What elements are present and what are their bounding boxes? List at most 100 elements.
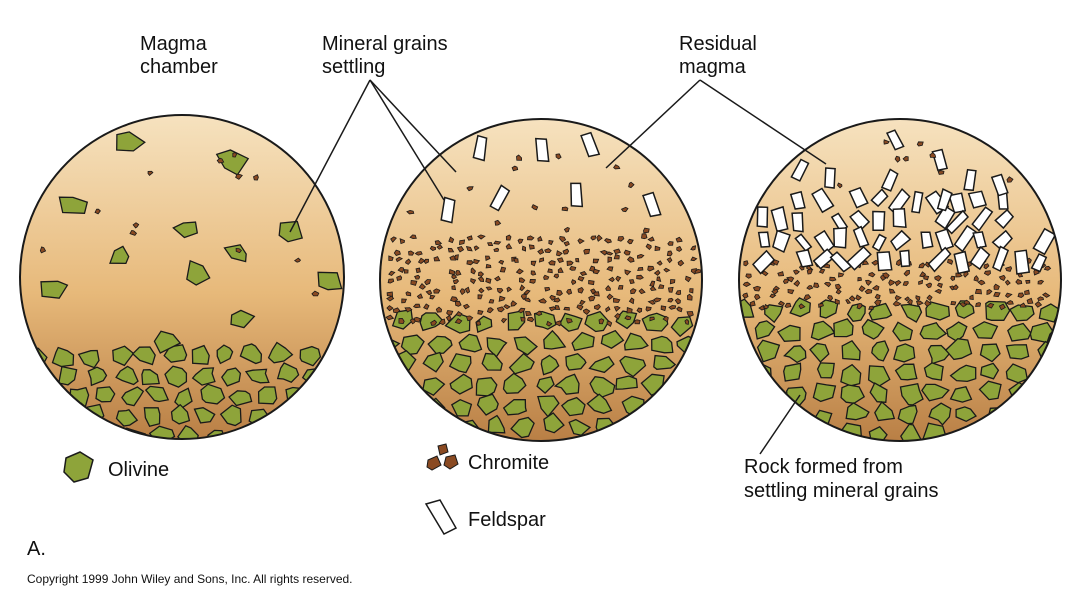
chromite-grain (606, 266, 614, 272)
chromite-grain (387, 278, 395, 284)
chromite-grain (823, 281, 832, 288)
chromite-grain (423, 303, 430, 310)
chromite-grain (563, 226, 570, 233)
olivine-grain (919, 321, 948, 340)
chromite-grain (963, 299, 970, 305)
olivine-grain (223, 244, 247, 263)
chromite-grain (386, 291, 394, 297)
olivine-grain (257, 386, 278, 405)
chromite-grain (626, 256, 635, 263)
chromite-grain (452, 279, 460, 285)
chromite-grain (516, 154, 522, 161)
olivine-grain (200, 383, 226, 405)
chromite-grain (782, 278, 790, 284)
chromite-grain (835, 288, 842, 295)
chromite-grain (436, 244, 443, 250)
feldspar-grain (795, 249, 814, 268)
chromite-grain (647, 236, 655, 242)
chromite-grain (477, 294, 483, 300)
chromite-grain (892, 300, 902, 307)
olivine-grain (228, 390, 253, 407)
chromite-grain (657, 284, 665, 289)
chromite-grain (758, 304, 765, 311)
chromite-grain (974, 288, 982, 295)
feldspar-grain (790, 158, 810, 182)
chromite-grain (390, 236, 397, 243)
olivine-grain (978, 380, 1002, 401)
chromite-grain (895, 258, 902, 267)
olivine-grain (861, 318, 885, 340)
chromite-grain (513, 258, 519, 263)
chromite-grain (606, 293, 614, 301)
feldspar-grain (846, 245, 872, 271)
chromite-grain (690, 245, 697, 251)
chromite-grain (904, 296, 910, 302)
chromite-grain (395, 256, 404, 263)
chromite-grain (39, 246, 47, 254)
chromite-grain (385, 314, 395, 321)
chromite-grain (520, 293, 527, 300)
chromite-grain (403, 269, 409, 274)
chromite-grain (528, 244, 535, 250)
olivine-grain (900, 303, 923, 323)
chromite-grain (566, 288, 573, 295)
chromite-grain (593, 304, 601, 311)
label-magma-chamber-line1: Magma (140, 33, 208, 55)
chromite-grain (235, 173, 243, 180)
chromite-grain (907, 298, 913, 306)
feldspar-grain (936, 188, 953, 212)
chromite-grain (950, 275, 956, 281)
chromite-grain (645, 306, 652, 312)
chromite-grain (538, 298, 547, 304)
olivine-grain (502, 398, 528, 416)
label-rock-formed-line2: settling mineral grains (744, 480, 939, 502)
olivine-grain (600, 329, 625, 349)
olivine-grain (623, 332, 649, 351)
olivine-grain (58, 196, 89, 214)
chromite-grain (517, 238, 524, 245)
chromite-grain (857, 277, 862, 282)
chromite-grain (593, 291, 600, 297)
olivine-grain (568, 418, 592, 436)
olivine-grain (1008, 304, 1035, 322)
chromite-grain (510, 300, 518, 307)
feldspar-grain (824, 167, 836, 189)
olivine-grain (923, 362, 944, 381)
chromite-grain (409, 234, 417, 240)
olivine-grain (285, 386, 308, 404)
chromite-grain (926, 294, 933, 302)
magma-chamber-3 (738, 118, 1062, 442)
olivine-grain (777, 324, 801, 342)
olivine-grain (508, 352, 535, 375)
chromite-grain (676, 306, 683, 313)
feldspar-grain (772, 229, 791, 254)
chromite-grain (620, 206, 629, 213)
feldspar-grain (972, 231, 987, 249)
chromite-grain (934, 275, 942, 282)
olivine-grain (230, 309, 256, 329)
chromite-grain (918, 262, 926, 269)
chromite-grain (834, 298, 840, 305)
chromite-grain (749, 300, 756, 307)
olivine-grain (949, 386, 973, 403)
olivine-grain (502, 372, 527, 394)
chromite-grain (752, 285, 762, 292)
chromite-grain (649, 280, 656, 287)
chromite-grain (902, 155, 909, 162)
chromite-grain (518, 277, 526, 284)
chromite-grain (1024, 289, 1030, 296)
chromite-grain (477, 276, 485, 283)
olivine-grain (153, 330, 182, 354)
chromite-grain (473, 245, 480, 252)
olivine-grain (475, 315, 493, 333)
feldspar-grain (967, 190, 988, 209)
chromite-grain (557, 267, 564, 273)
chromite-grain (506, 286, 513, 293)
chromite-grain (947, 259, 954, 265)
chromite-grain (579, 299, 586, 305)
olivine-grain (565, 352, 587, 371)
chromite-grain (571, 279, 577, 286)
feldspar-grain (870, 188, 889, 208)
chromite-grain (1005, 266, 1013, 272)
